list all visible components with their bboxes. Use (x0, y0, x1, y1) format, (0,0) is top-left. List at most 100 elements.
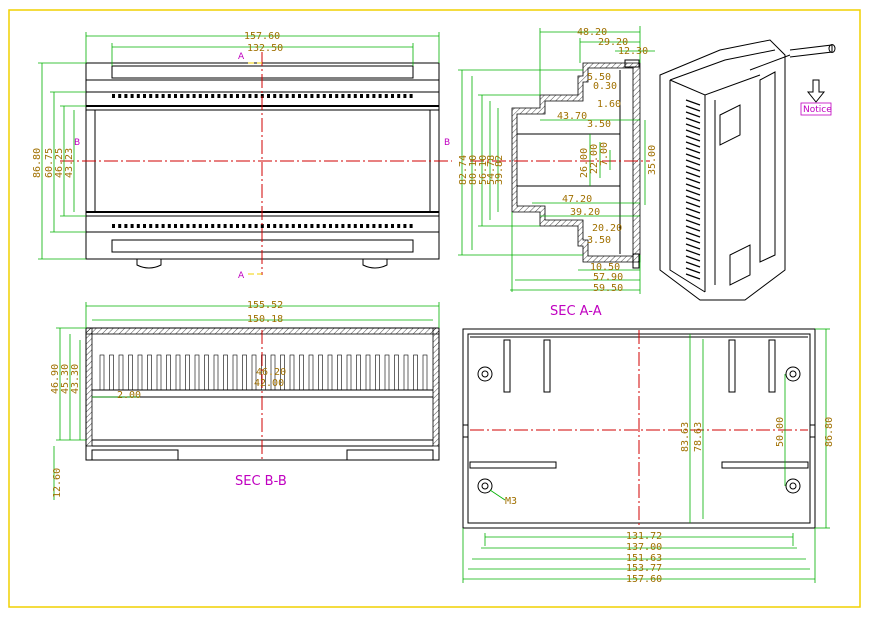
vent-slot (372, 224, 376, 228)
dim-front-height: 86.80 (32, 148, 43, 178)
terminal-pin (99, 354, 105, 391)
vent-slot (391, 224, 394, 228)
dim-sec-a-b1: 10.50 (590, 262, 620, 273)
dim-sec-b-i1: 46.20 (256, 367, 286, 378)
terminal-pin (337, 354, 342, 391)
vent-slot (118, 224, 122, 228)
terminal-pin (422, 354, 428, 391)
dim-front-width: 157.60 (244, 31, 280, 42)
vent-slot (205, 94, 208, 98)
vent-slot (205, 224, 208, 228)
terminal-pin (403, 354, 409, 391)
vent-slot (186, 224, 190, 228)
down-arrow-icon (806, 79, 826, 103)
dim-sec-b-i2: 42.00 (254, 378, 284, 389)
vent-slot (409, 94, 413, 98)
vent-slot (242, 94, 246, 98)
terminal-pin (185, 354, 190, 391)
dim-sec-a-i1: 5.50 (587, 72, 611, 83)
hole-label-m3: M3 (505, 496, 517, 507)
vent-slot (397, 224, 401, 228)
vent-slot (248, 224, 252, 228)
terminal-rib (685, 123, 701, 130)
terminal-rib (685, 255, 701, 262)
terminal-pin (280, 354, 285, 391)
terminal-pin (356, 354, 361, 391)
vent-slot (341, 224, 345, 228)
dim-sec-a-i2: 0.30 (593, 81, 617, 92)
section-a-view: 48.20 29.20 12.30 82.74 80.10 56.10 54.7… (458, 26, 658, 319)
terminal-pin (394, 354, 399, 391)
vent-slot (273, 94, 277, 98)
vent-slot (291, 94, 295, 98)
dim-sec-a-i13: 3.50 (587, 235, 611, 246)
dim-sec-a-b3: 59.50 (593, 283, 623, 294)
drawing-frame (8, 9, 861, 608)
vent-slot (329, 94, 332, 98)
vent-slot (298, 224, 301, 228)
terminal-rib (685, 195, 701, 202)
terminal-rib (685, 201, 701, 208)
terminal-pin (261, 354, 266, 391)
dim-sec-b-w2: 150.18 (247, 314, 283, 325)
vent-slot (310, 94, 314, 98)
terminal-pin (204, 354, 209, 391)
dim-sec-b-h3: 43.30 (70, 364, 81, 394)
vent-slot (180, 224, 184, 228)
vent-slot (155, 94, 159, 98)
vent-slot (198, 224, 202, 228)
terminal-rib (685, 273, 701, 280)
dim-sec-b-h1: 46.90 (50, 364, 61, 394)
mounting-hole-bottom-right (785, 478, 801, 494)
dim-front-slot-width: 132.50 (247, 43, 283, 54)
terminal-pin (251, 354, 257, 391)
terminal-pin (242, 354, 247, 391)
dim-sec-a-i8: 7.00 (599, 142, 610, 166)
terminal-rib (685, 219, 701, 226)
vent-slot (180, 94, 184, 98)
dim-bot-h5: 157.60 (626, 574, 662, 585)
vent-slot (223, 224, 227, 228)
terminal-rib (685, 171, 701, 178)
vent-slot (130, 224, 134, 228)
vent-slot (304, 94, 308, 98)
vent-slot (267, 224, 270, 228)
terminal-rib (685, 147, 701, 154)
terminal-rib (685, 213, 701, 220)
dim-sec-a-i10: 47.20 (562, 194, 592, 205)
dim-sec-a-l3: 56.10 (478, 155, 489, 185)
dim-bot-v4: 86.80 (824, 417, 835, 447)
terminal-pin (384, 354, 390, 391)
vent-slot (248, 94, 252, 98)
section-mark-a-bottom: A (238, 271, 245, 281)
isometric-view: Notice (659, 39, 836, 301)
vent-slot (161, 94, 165, 98)
section-mark-a-top: A (238, 52, 245, 62)
terminal-pin (308, 354, 314, 391)
dim-front-h4: 43.23 (64, 148, 75, 178)
vent-slot (316, 94, 320, 98)
vent-slot (167, 224, 171, 228)
vent-slot (236, 94, 239, 98)
vent-slot (273, 224, 277, 228)
terminal-rib (685, 231, 701, 238)
dim-sec-b-i3: 2.00 (117, 390, 141, 401)
dim-sec-a-l2: 80.10 (468, 155, 479, 185)
vent-slot (353, 224, 357, 228)
vent-slot (112, 94, 115, 98)
vent-slot (174, 224, 177, 228)
vent-slot (167, 94, 171, 98)
terminal-rib (685, 183, 701, 190)
dim-sec-a-top3: 12.30 (618, 46, 648, 57)
vent-slot (211, 224, 215, 228)
dim-sec-b-bottom: 12.60 (52, 468, 63, 498)
terminal-rib (685, 129, 701, 136)
dim-sec-a-l1: 82.74 (458, 155, 469, 185)
vent-slot (229, 224, 233, 228)
terminal-rib (685, 105, 701, 112)
vent-slot (322, 94, 326, 98)
vent-slot (192, 224, 196, 228)
vent-slot (198, 94, 202, 98)
bottom-view: M3 83.63 78.63 50.00 86.80 131.72 137.00… (462, 328, 835, 585)
